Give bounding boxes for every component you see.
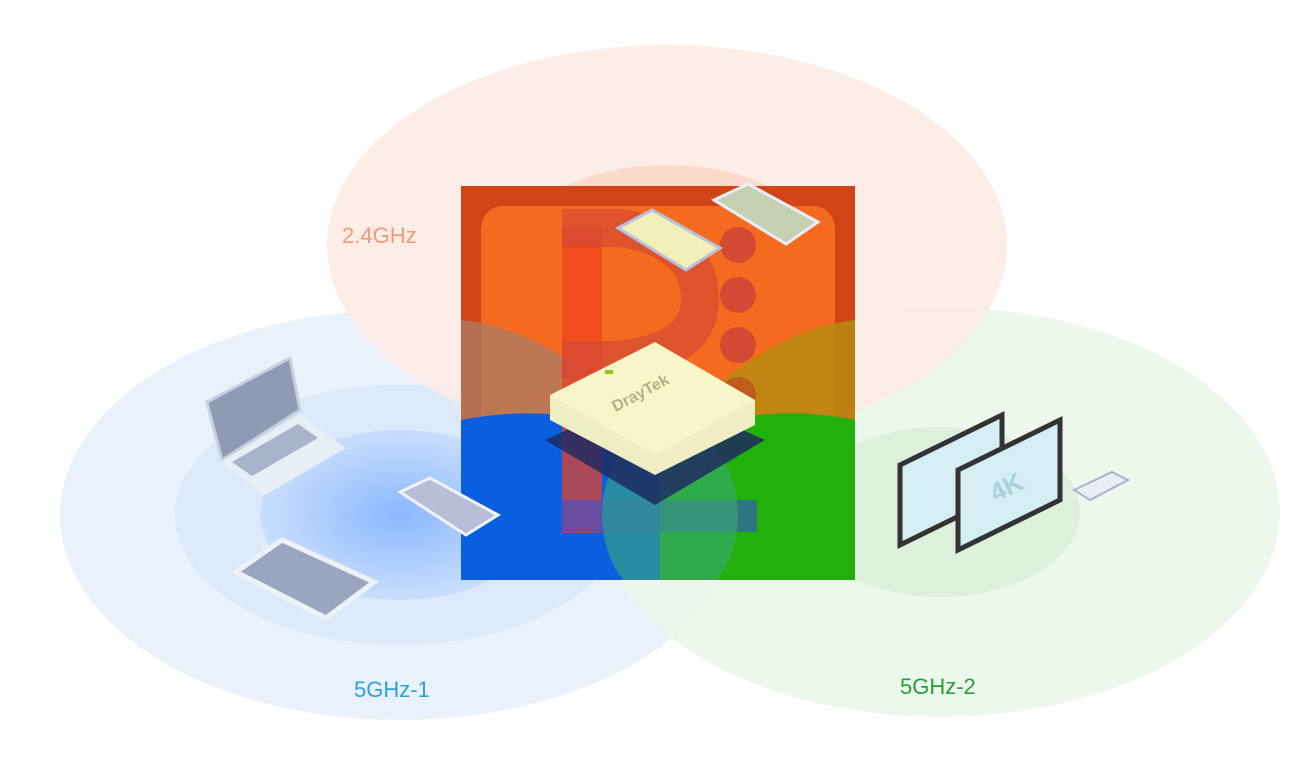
- tablet-icon: [231, 537, 379, 621]
- band-label-24ghz: 2.4GHz: [342, 223, 417, 248]
- phone-icon: [614, 208, 723, 272]
- router-device: [545, 342, 765, 505]
- band-label-5ghz-1: 5GHz-1: [354, 677, 430, 702]
- tv-icon: [897, 410, 1063, 555]
- laptop-icon: [205, 355, 346, 495]
- band-label-5ghz-2: 5GHz-2: [900, 674, 976, 699]
- phone-icon: [396, 476, 501, 537]
- phone-icon: [710, 182, 821, 246]
- remote-icon: [1071, 470, 1131, 502]
